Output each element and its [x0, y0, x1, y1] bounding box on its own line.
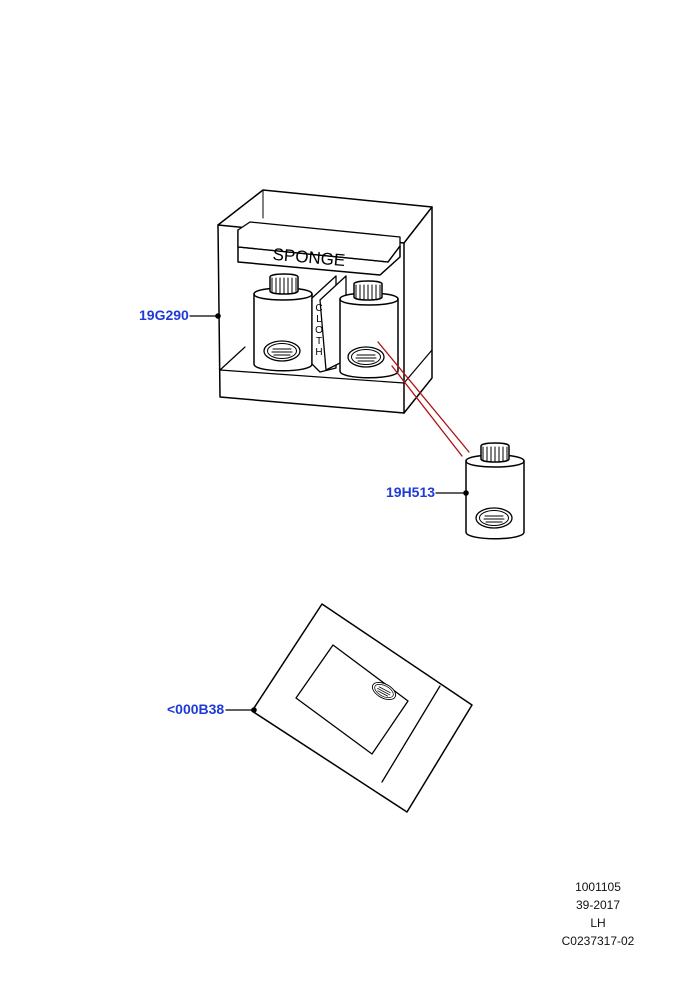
illustration-footer: 1001105 39-2017 LH C0237317-02	[560, 878, 636, 950]
cloth-letter: O	[315, 325, 323, 336]
footer-ref: 1001105	[575, 880, 621, 894]
bottle-in-box-left	[253, 273, 313, 372]
callout-leaders	[189, 313, 469, 713]
cloth-pack	[251, 603, 473, 813]
callout-19g290[interactable]: 19G290	[139, 307, 189, 323]
sponge-label-panel: SPONGE	[237, 221, 401, 270]
footer-side: LH	[590, 916, 606, 930]
footer-illustration-id: C0237317-02	[561, 934, 635, 948]
cloth-letter: C	[315, 303, 322, 314]
bottle-in-box-right	[339, 280, 399, 379]
cloth-letter: T	[316, 336, 322, 347]
bottle-leader-lines	[377, 341, 470, 457]
cloth-letter: L	[316, 314, 322, 325]
cloth-letter: H	[315, 347, 322, 358]
bottle-separate	[465, 442, 525, 540]
footer-code: 39-2017	[575, 898, 621, 912]
callout-000b38[interactable]: <000B38	[167, 701, 225, 717]
callout-19h513[interactable]: 19H513	[386, 484, 436, 500]
